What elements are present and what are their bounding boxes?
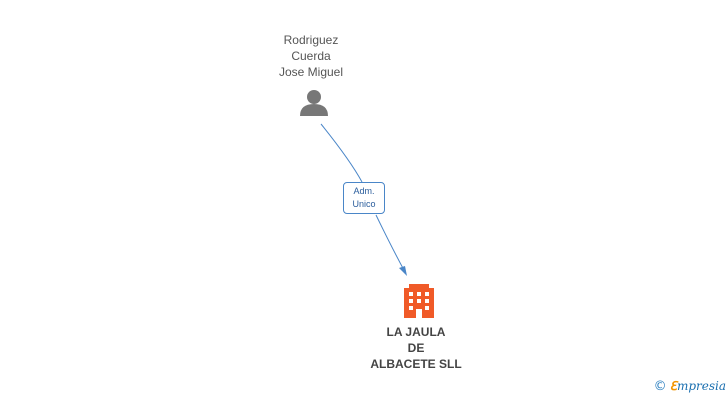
role-line-2: Unico bbox=[352, 199, 376, 209]
building-icon bbox=[404, 284, 434, 318]
arrowhead-icon bbox=[399, 266, 407, 276]
company-node-label[interactable]: LA JAULA DE ALBACETE SLL bbox=[340, 324, 492, 372]
person-name-line-1: Rodriguez bbox=[283, 33, 339, 47]
person-name-line-3: Jose Miguel bbox=[278, 65, 344, 79]
relationship-role-badge: Adm. Unico bbox=[343, 182, 385, 214]
person-node-label[interactable]: Rodriguez Cuerda Jose Miguel bbox=[250, 32, 372, 80]
company-name-line-2: DE bbox=[407, 341, 425, 355]
brand-logo-letter: ℇ bbox=[669, 379, 677, 393]
company-name-line-1: LA JAULA bbox=[386, 325, 446, 339]
brand-logo-text: mpresia bbox=[676, 379, 726, 393]
copyright-icon: © bbox=[653, 379, 667, 394]
company-name-line-3: ALBACETE SLL bbox=[370, 357, 462, 371]
relationship-edge bbox=[320, 123, 363, 183]
role-line-1: Adm. bbox=[353, 186, 375, 196]
brand-watermark: ©ℇmpresia bbox=[654, 379, 726, 394]
person-name-line-2: Cuerda bbox=[291, 49, 331, 63]
relationship-edge-lower bbox=[375, 214, 406, 273]
person-icon bbox=[300, 90, 328, 116]
